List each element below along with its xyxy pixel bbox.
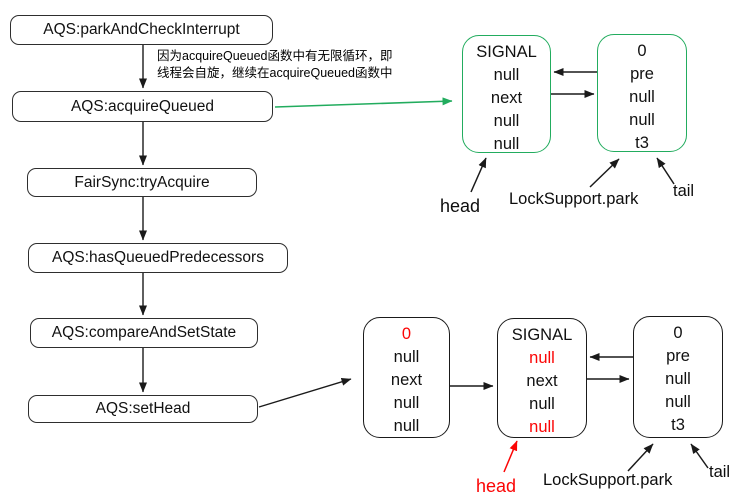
node-field: null xyxy=(529,395,555,413)
node-field: null xyxy=(629,88,655,106)
flow-box-compare-and-set-state: AQS:compareAndSetState xyxy=(30,318,258,348)
node-field: SIGNAL xyxy=(511,326,573,344)
node-field: next xyxy=(490,89,523,107)
flow-box-has-queued-predecessors: AQS:hasQueuedPredecessors xyxy=(28,243,288,273)
queue-after-new-head-node: SIGNAL null next null null xyxy=(497,318,587,438)
flow-box-try-acquire: FairSync:tryAcquire xyxy=(27,168,257,197)
node-field: next xyxy=(390,371,423,389)
node-field: t3 xyxy=(671,416,685,434)
annotation-text: 因为acquireQueued函数中有无限循环，即 线程会自旋，继续在acqui… xyxy=(157,48,392,81)
bottom-head-label: head xyxy=(476,476,517,496)
top-tail-label: tail xyxy=(673,182,695,200)
bottom-tail-label: tail xyxy=(709,463,731,481)
node-field: null xyxy=(393,348,420,366)
node-field: null xyxy=(665,393,691,411)
node-field: null xyxy=(529,349,555,367)
flow-box-acquire-queued: AQS:acquireQueued xyxy=(12,91,273,122)
node-field: null xyxy=(493,66,520,84)
queue-before-tail-node: 0 pre null null t3 xyxy=(597,34,687,152)
flow-box-set-head: AQS:setHead xyxy=(28,395,258,423)
annotation-line-1: 因为acquireQueued函数中有无限循环，即 xyxy=(157,49,393,63)
node-field: 0 xyxy=(401,325,412,343)
bottom-head-arrow xyxy=(503,440,518,473)
node-field: SIGNAL xyxy=(476,43,537,61)
node-field: null xyxy=(393,394,420,412)
node-field: t3 xyxy=(635,134,649,152)
top-tail-arrow xyxy=(656,157,675,185)
queue-before-head-node: SIGNAL null next null null xyxy=(462,35,551,153)
node-field: 0 xyxy=(637,42,647,60)
top-head-arrow xyxy=(470,157,487,193)
node-field: null xyxy=(629,111,655,129)
node-field: null xyxy=(393,417,420,435)
flow-box-park-and-check-interrupt: AQS:parkAndCheckInterrupt xyxy=(10,15,273,45)
node-field: pre xyxy=(666,347,690,365)
node-field: next xyxy=(526,372,558,390)
top-park-arrow xyxy=(589,158,620,188)
acquirequeued-pointer-arrow xyxy=(274,97,453,108)
annotation-line-2: 线程会自旋，继续在acquireQueued函数中 xyxy=(157,65,393,80)
node-field: null xyxy=(493,135,520,153)
queue-after-old-head-node: 0 null next null null xyxy=(363,317,450,438)
node-field: 0 xyxy=(673,324,683,342)
node-field: null xyxy=(493,112,520,130)
node-field: null xyxy=(529,418,555,436)
bottom-tail-arrow xyxy=(690,443,709,469)
bottom-locksupport-park-label: LockSupport.park xyxy=(543,471,673,489)
node-field: null xyxy=(665,370,691,388)
node-field: pre xyxy=(630,65,654,83)
queue-after-tail-node: 0 pre null null t3 xyxy=(633,316,723,438)
sethead-pointer-arrow xyxy=(258,377,352,408)
bottom-park-arrow xyxy=(627,443,654,472)
top-head-label: head xyxy=(440,196,481,216)
top-locksupport-park-label: LockSupport.park xyxy=(509,190,639,208)
